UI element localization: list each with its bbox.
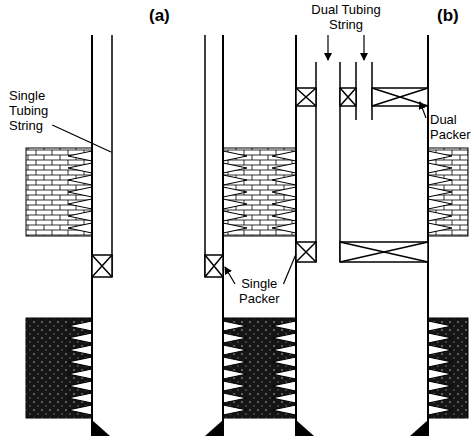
perforation-tunnel [223,175,247,185]
perforation-tunnel [223,187,247,197]
perforation-tunnel [223,357,247,367]
perforation-tunnel [428,223,452,233]
leader-line [420,102,426,118]
perforation-tunnel [68,369,92,379]
perforation-tunnel [68,223,92,233]
perforation-tunnel [428,175,452,185]
perforation-tunnel [68,345,92,355]
leader-line [225,267,235,284]
perforation-tunnel [223,321,247,331]
perforation-tunnel [68,175,92,185]
perforation-tunnel [272,369,296,379]
part-label: Single Tubing String [8,88,49,133]
perforation-tunnel [272,345,296,355]
perforation-tunnel [68,199,92,209]
perforation-tunnel [272,321,296,331]
perforation-tunnel [223,333,247,343]
perforation-tunnel [428,321,452,331]
perforation-tunnel [428,381,452,391]
cement-shoe [92,420,428,436]
perforation-tunnel [223,369,247,379]
perforation-tunnel [272,223,296,233]
leader-line [327,35,328,60]
perforation-tunnel [428,393,452,403]
perforation-tunnel [68,163,92,173]
tubing [112,35,372,277]
perforation-tunnel [223,405,247,415]
perforation-tunnel [223,199,247,209]
perforation-tunnel [68,333,92,343]
panel-label: (b) [436,6,460,25]
perforation-tunnel [223,163,247,173]
perforation-tunnel [428,333,452,343]
perforation-tunnel [272,163,296,173]
perforations [68,151,452,415]
perforation-tunnel [428,211,452,221]
packers [92,88,428,277]
perforation-tunnel [428,345,452,355]
perforation-tunnel [272,187,296,197]
perforation-tunnel [272,381,296,391]
perforation-tunnel [428,151,452,161]
perforation-tunnel [272,151,296,161]
leader-line [363,35,364,60]
perforation-tunnel [428,405,452,415]
perforation-tunnel [68,151,92,161]
perforation-tunnel [223,211,247,221]
perforation-tunnel [428,369,452,379]
perforation-tunnel [272,211,296,221]
perforation-tunnel [223,223,247,233]
perforation-tunnel [272,357,296,367]
perforation-tunnel [428,199,452,209]
perforation-tunnel [428,187,452,197]
perforation-tunnel [68,357,92,367]
perforation-tunnel [272,199,296,209]
perforation-tunnel [68,211,92,221]
perforation-tunnel [272,175,296,185]
part-label: Single Packer [238,276,280,306]
perforation-tunnel [272,393,296,403]
perforation-tunnel [272,333,296,343]
leader-line [283,254,296,284]
perforation-tunnel [68,187,92,197]
perforation-tunnel [428,357,452,367]
perforation-tunnel [272,405,296,415]
part-label: Dual Packer [429,112,471,142]
perforation-tunnel [68,381,92,391]
panel-label: (a) [148,6,171,25]
casing [92,35,428,436]
perforation-tunnel [223,345,247,355]
part-label: Dual Tubing String [297,2,395,32]
perforation-tunnel [68,405,92,415]
leader-line [52,125,111,152]
perforation-tunnel [428,163,452,173]
perforation-tunnel [223,393,247,403]
perforation-tunnel [68,393,92,403]
perforation-tunnel [223,381,247,391]
perforation-tunnel [223,151,247,161]
perforation-tunnel [68,321,92,331]
